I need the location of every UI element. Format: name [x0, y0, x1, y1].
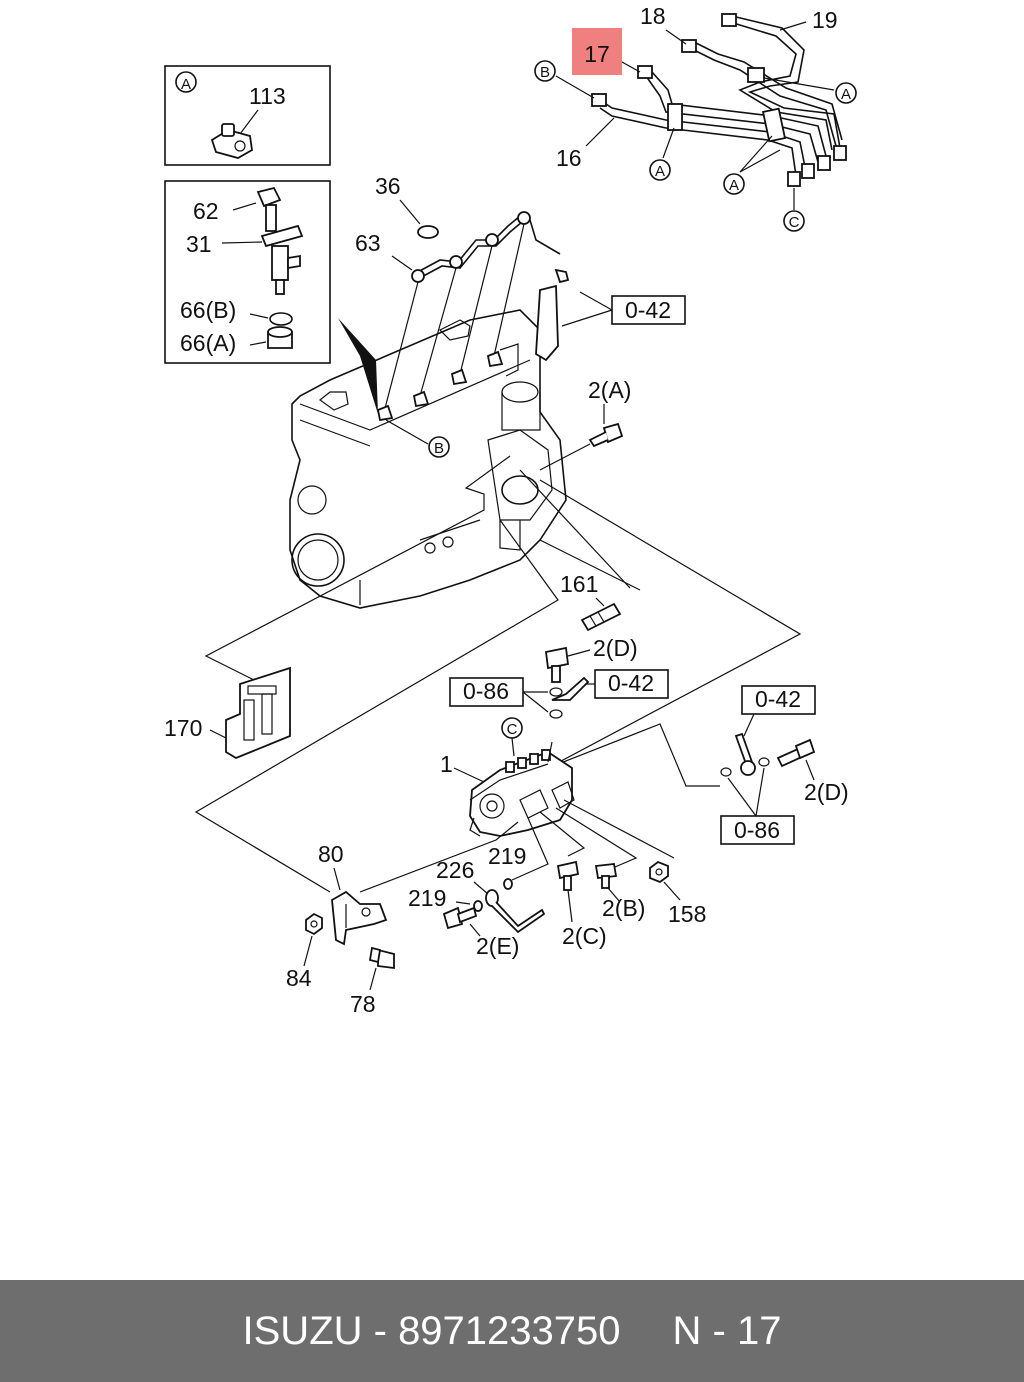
label-19: 19: [812, 7, 838, 33]
label-2d-right: 2(D): [804, 779, 849, 805]
label-36: 36: [375, 173, 401, 199]
label-2a: 2(A): [588, 377, 631, 403]
brand-part-number: ISUZU - 8971233750: [242, 1308, 621, 1353]
box-086-right: [720, 815, 795, 845]
bolt-2e: [442, 906, 478, 930]
label-2c: 2(C): [562, 923, 607, 949]
label-1: 1: [440, 751, 453, 777]
leak-off-pipe: [376, 211, 570, 422]
label-219-left: 219: [408, 885, 446, 911]
bolt-2b: [594, 863, 618, 889]
bolt-78: [368, 946, 395, 970]
label-113: 113: [249, 83, 286, 109]
label-219-right: 219: [488, 843, 526, 869]
engine-block: [289, 284, 567, 609]
injection-pump-1: [469, 741, 575, 837]
label-66b: 66(B): [180, 297, 236, 323]
marker-a-inset: A: [181, 76, 191, 93]
seal-66a: [267, 326, 293, 349]
label-2b: 2(B): [602, 895, 645, 921]
ref-086-left: 0-86: [463, 678, 509, 704]
label-2d-top: 2(D): [593, 635, 638, 661]
ref-042-mid: 0-42: [608, 670, 654, 696]
label-84: 84: [286, 965, 312, 991]
marker-c-top: C: [789, 214, 800, 231]
label-2e: 2(E): [476, 933, 519, 959]
page-reference: N - 17: [672, 1308, 782, 1353]
label-62: 62: [193, 198, 219, 224]
label-226: 226: [436, 857, 474, 883]
label-17[interactable]: 17: [584, 41, 610, 67]
part-number-footer: ISUZU - 8971233750 N - 17: [0, 1280, 1024, 1382]
washer-66b: [269, 312, 293, 326]
gasket-170: [225, 666, 291, 760]
pipe-clamp-right: [761, 107, 787, 143]
bracket-80: [331, 890, 388, 946]
inset-a-box: A 113: [164, 65, 331, 166]
marker-a-lower: A: [729, 177, 739, 194]
label-161: 161: [560, 571, 598, 597]
label-80: 80: [318, 841, 344, 867]
marker-b-top: B: [540, 64, 550, 81]
ref-042-right: 0-42: [755, 686, 801, 712]
highlight-callout-17[interactable]: [572, 28, 622, 75]
label-170: 170: [164, 715, 202, 741]
bolt-2d-top: [545, 646, 569, 683]
ref-086-right: 0-86: [734, 817, 780, 843]
label-78: 78: [350, 991, 376, 1017]
label-158: 158: [668, 901, 706, 927]
pipe-clamp-top: [747, 67, 765, 83]
bolt-2c: [556, 860, 580, 891]
banjo-fitting: [549, 676, 590, 719]
label-63: 63: [355, 230, 381, 256]
nut-84: [305, 912, 323, 936]
label-31: 31: [186, 231, 212, 257]
washer-219-right: [503, 878, 513, 890]
inset-injector-box: 62 31 66(B) 66(A): [164, 180, 331, 364]
arrow-pointer: [338, 318, 378, 414]
injection-pipe-assembly: [591, 13, 847, 187]
ref-042-top: 0-42: [625, 297, 671, 323]
label-18: 18: [640, 3, 666, 29]
pump-leader-lines: [359, 799, 675, 893]
marker-b-engine: B: [434, 440, 444, 457]
marker-c-pump: C: [507, 721, 518, 738]
marker-a-mid: A: [655, 163, 665, 180]
label-66a: 66(A): [180, 330, 236, 356]
stud-161: [580, 602, 622, 632]
nut-158: [649, 860, 669, 884]
linkage-lever: [720, 732, 770, 777]
clip-part-113: [210, 123, 253, 159]
bolt-2a: [588, 422, 624, 448]
box-042-right: [741, 685, 816, 715]
pipe-226: [485, 889, 546, 934]
marker-a-right: A: [841, 86, 851, 103]
washer-219-left: [473, 900, 483, 912]
pipe-clamp-left: [667, 103, 683, 131]
parts-diagram: A 113 62 31 66(B) 66(A): [164, 3, 857, 1017]
bolt-2d-right: [776, 738, 816, 768]
label-16: 16: [556, 145, 582, 171]
leader-frame-lines: [194, 455, 802, 893]
injector-part-31: [256, 186, 304, 295]
